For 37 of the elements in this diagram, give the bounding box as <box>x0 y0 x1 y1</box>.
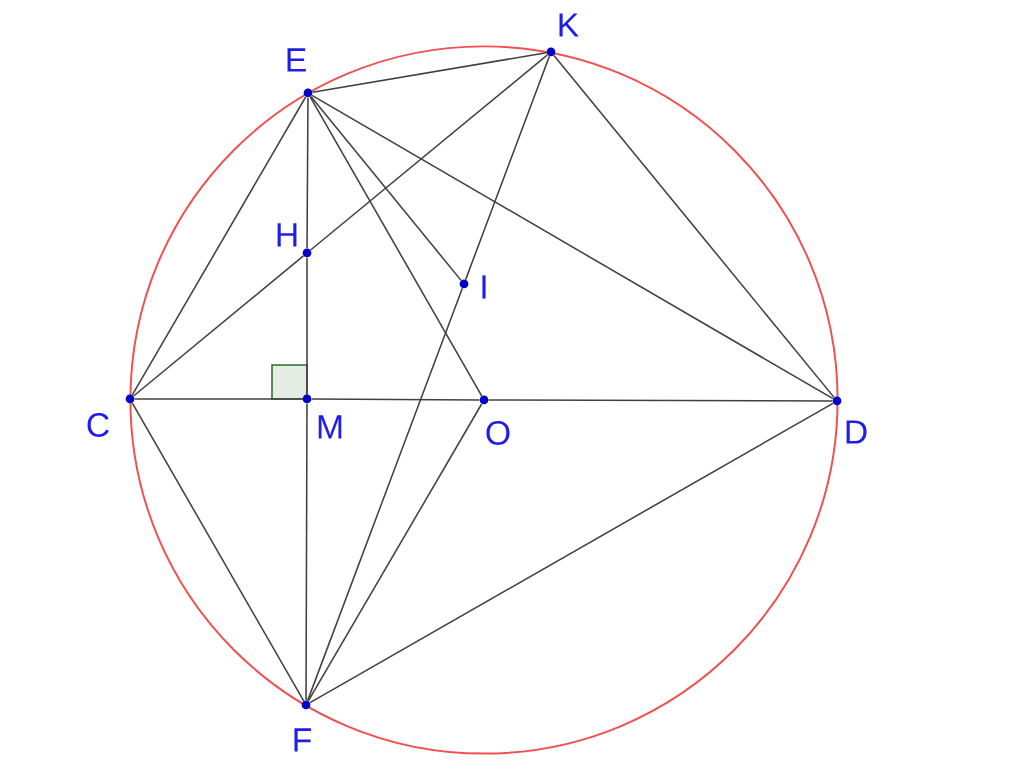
line-segment <box>464 55 551 281</box>
point: C <box>87 394 135 437</box>
point: O <box>479 395 510 445</box>
line-segment <box>310 95 462 282</box>
point: I <box>459 275 486 299</box>
point: F <box>294 700 311 752</box>
point: M <box>302 394 342 439</box>
line-segment <box>306 287 464 702</box>
line-segment <box>309 402 834 704</box>
point: H <box>277 223 312 258</box>
line-segment <box>311 52 548 93</box>
line-segment <box>131 402 305 702</box>
line-segment <box>306 256 308 396</box>
node-label: M <box>318 415 342 439</box>
line-segment <box>309 96 483 397</box>
node-label: F <box>294 728 311 752</box>
node-label: H <box>277 223 297 247</box>
point: D <box>832 396 867 444</box>
line-segment <box>487 399 834 402</box>
line-segment <box>307 403 483 702</box>
line-segment <box>310 398 481 401</box>
line-segment <box>309 54 549 251</box>
line-segment <box>132 255 305 397</box>
node-label: E <box>287 48 306 72</box>
node-label: D <box>846 420 867 444</box>
line-segment <box>311 94 834 400</box>
line-segment <box>133 398 304 400</box>
node-label: K <box>559 13 579 37</box>
node-label: O <box>486 421 510 445</box>
node-label: I <box>482 275 486 299</box>
node-label: C <box>87 413 109 437</box>
point: E <box>287 48 313 98</box>
line-segment <box>131 96 307 396</box>
point: K <box>546 13 579 57</box>
line-segment <box>305 402 308 702</box>
line-segment <box>306 96 309 250</box>
line-segment <box>553 54 835 399</box>
